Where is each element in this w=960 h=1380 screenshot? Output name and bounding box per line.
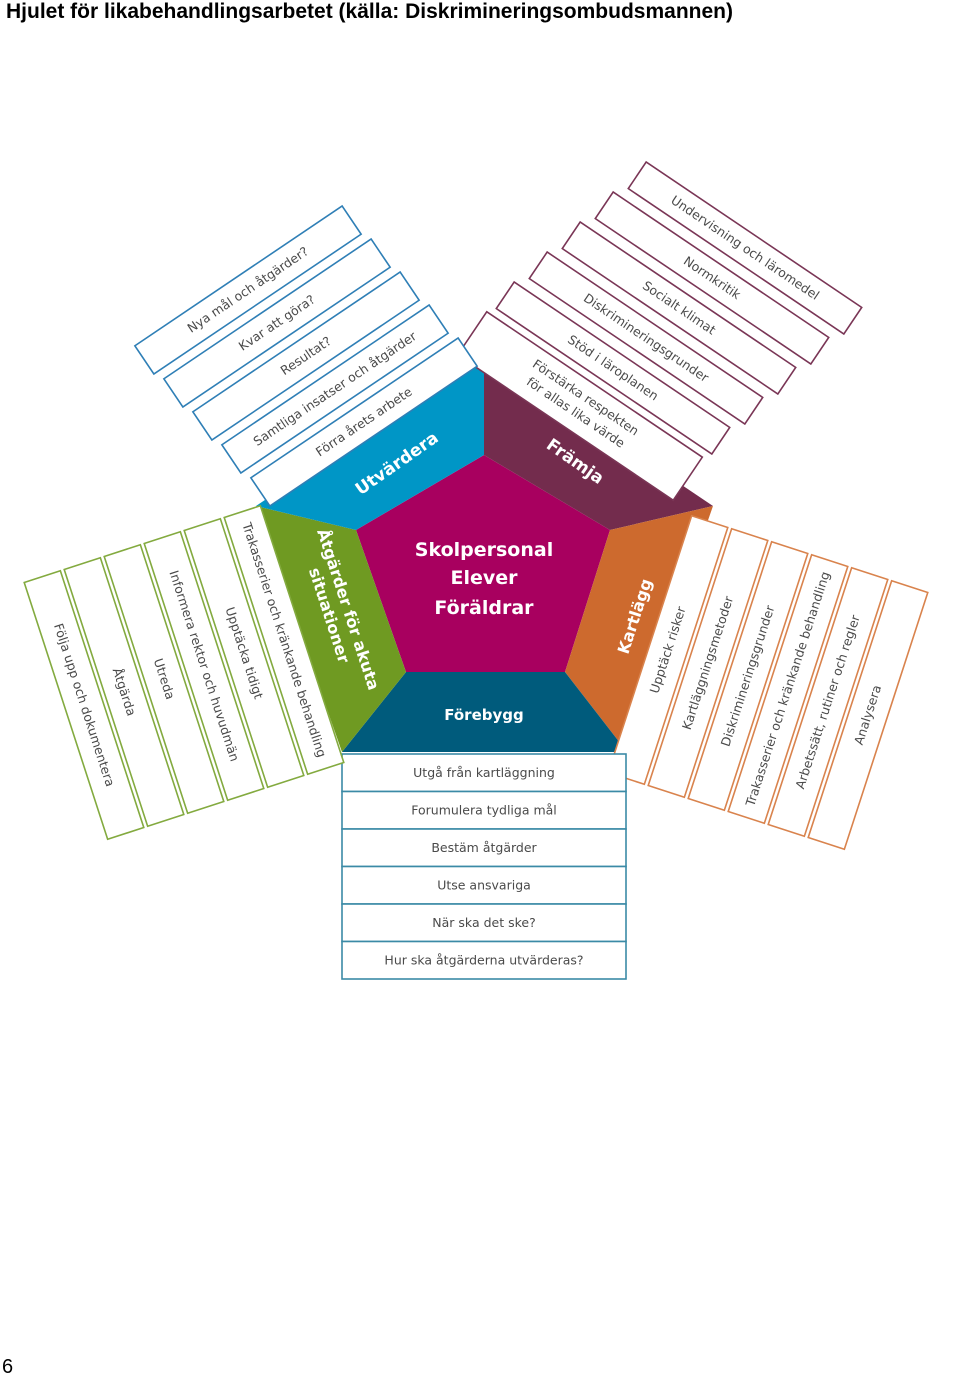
forebygg-item-box: Utse ansvariga [341,865,627,905]
forebygg-phase-segment [342,672,627,752]
fraemja-item-box-outline [528,250,764,426]
forebygg-item-box: När ska det ske? [341,903,627,943]
atgarder-phase-segment [256,506,406,752]
atgarder-item-box-outline [143,530,265,802]
kartlagg-item-box-outline [807,579,929,851]
forebygg-item-text: Hur ska åtgärderna utvärderas? [384,953,583,968]
atgarder-item-box: Åtgärda [63,556,185,828]
atgarder-item-box-outline [63,556,185,828]
fraemja-item-box-outline [456,310,704,502]
forebygg-item-box-outline [341,828,627,868]
atgarder-item-box: Utreda [103,543,225,815]
utvardera-item-boxes: Nya mål och åtgärder?Kvar att göra?Resul… [133,204,479,508]
page-number: 6 [2,1356,14,1378]
kartlagg-item-box-outline [727,553,849,825]
fraemja-item-box-outline [627,160,863,336]
utvardera-item-box-outline [162,237,392,409]
forebygg-item-box: Hur ska åtgärderna utvärderas? [341,940,627,980]
utvardera-item-box-outline [133,204,363,376]
center-line-1: Skolpersonal [415,539,553,561]
fraemja-item-box-outline [594,190,830,366]
forebygg-item-text: Utgå från kartläggning [413,765,555,780]
forebygg-item-text: Bestäm åtgärder [431,840,537,855]
kartlagg-item-box-outline [647,527,769,799]
forebygg-item-box: Utgå från kartläggning [341,753,627,793]
fraemja-item-box: Normkritik [594,190,830,366]
center-pentagon [356,455,610,672]
atgarder-item-box-outline [23,569,145,841]
forebygg-item-box: Bestäm åtgärder [341,828,627,868]
forebygg-item-box-outline [341,753,627,793]
utvardera-item-box-outline [249,336,479,508]
kartlagg-item-box-outline [767,566,889,838]
forebygg-item-text: När ska det ske? [432,915,535,930]
atgarder-item-box-outline [103,543,225,815]
forebygg-phase-label: Förebygg [444,706,524,724]
fraemja-item-box-outline [561,220,797,396]
document-title: Hjulet för likabehandlingsarbetet (källa… [6,0,733,23]
atgarder-item-box-outline [223,504,345,776]
forebygg-item-box: Forumulera tydliga mål [341,790,627,830]
forebygg-item-text: Utse ansvariga [437,878,531,893]
kartlagg-item-box: Diskrimineringsgrunder [687,540,809,812]
forebygg-item-box-outline [341,903,627,943]
utvardera-item-box: Resultat? [191,270,421,442]
center-line-3: Föräldrar [434,597,534,619]
kartlagg-item-box: Analysera [807,579,929,851]
forebygg-item-box-outline [341,790,627,830]
utvardera-item-box-outline [191,270,421,442]
fraemja-item-box-outline [495,280,731,456]
kartlagg-item-box-outline [687,540,809,812]
kartlagg-item-boxes: Upptäck riskerKartläggningsmetoderDiskri… [607,514,929,851]
utvardera-item-box-outline [220,303,450,475]
atgarder-item-box-outline [183,517,305,789]
forebygg-item-box-outline [341,940,627,980]
forebygg-item-text: Forumulera tydliga mål [411,803,557,818]
center-line-2: Elever [450,567,518,589]
